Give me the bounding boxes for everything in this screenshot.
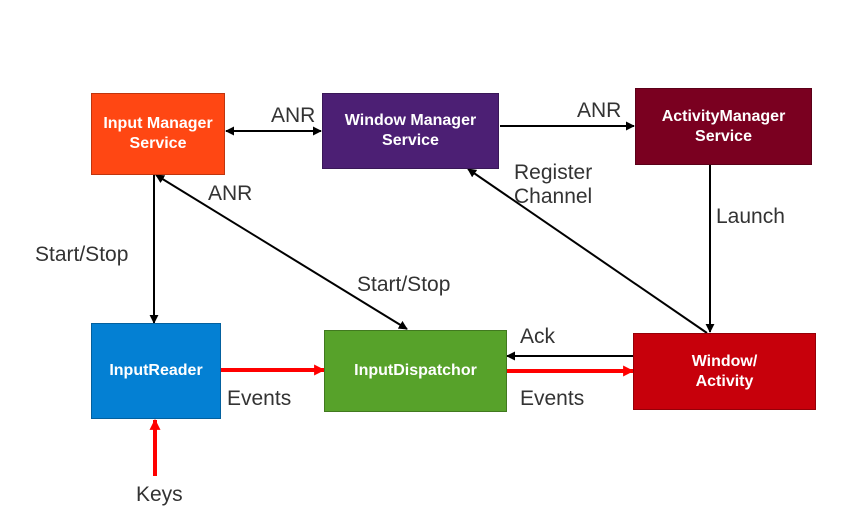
activity-manager-service-label: ActivityManager Service [661,107,786,145]
input-dispatcher-label: InputDispatchor [354,362,477,379]
edge-label-events-dispatcher: Events [520,387,585,410]
window-manager-service-node: Window Manager Service [322,93,499,169]
edge-label-ack: Ack [520,325,556,348]
input-reader-label: InputReader [109,362,203,379]
edge-label-anr-ims-wms: ANR [271,104,316,127]
edge-label-start-stop-dispatcher: Start/Stop [357,273,451,296]
edge-label-anr-dispatcher-ims: ANR [208,182,253,205]
window-manager-service-label: Window Manager Service [344,112,477,149]
input-dispatcher-node: InputDispatchor [324,330,507,412]
edge-label-events-reader: Events [227,387,292,410]
activity-manager-service-node: ActivityManager Service [635,88,812,165]
edge-label-register-channel: Register Channel [514,161,593,208]
window-activity-label: Window/ Activity [691,352,758,390]
edge-label-anr-wms-ams: ANR [577,99,622,122]
arrow-ims-dispatcher [155,174,408,330]
arrow-activity-wms [467,168,708,334]
edge-label-start-stop-reader: Start/Stop [35,243,129,266]
edge-label-launch: Launch [716,205,785,228]
window-activity-node: Window/ Activity [633,333,816,410]
input-reader-node: InputReader [91,323,221,419]
edge-label-keys: Keys [136,483,183,506]
input-manager-service-node: Input Manager Service [91,93,225,175]
input-manager-service-label: Input Manager Service [103,115,213,152]
